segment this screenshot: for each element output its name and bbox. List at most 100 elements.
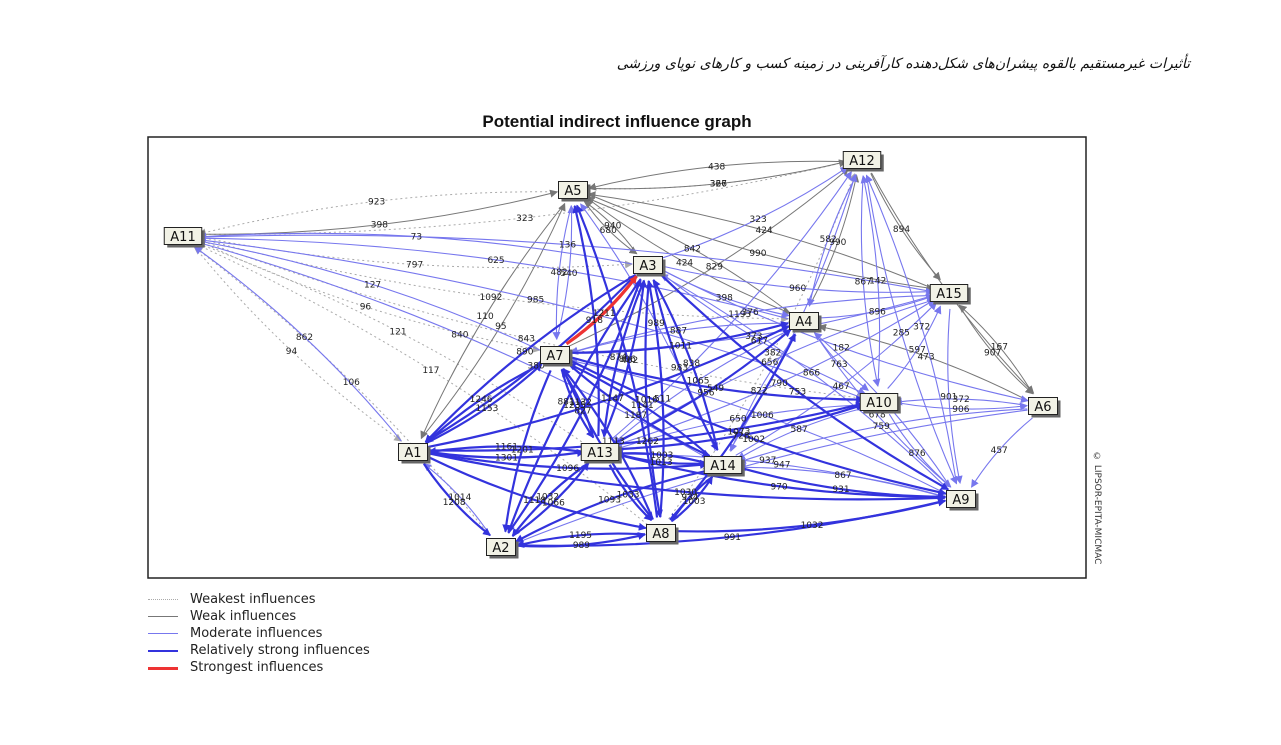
edge-A3-A1: [424, 274, 637, 443]
edge-label: 424: [755, 226, 772, 236]
node-label: A4: [795, 315, 812, 330]
edge-A12-A4: [806, 174, 858, 307]
edge-A7-A11: [197, 238, 540, 351]
edge-label: 1002: [742, 435, 765, 445]
edge-label: 1065: [687, 376, 710, 386]
edge-A12-A9: [865, 175, 958, 485]
edge-label: 1187: [624, 411, 647, 421]
node-box: [580, 443, 620, 461]
node-label: A10: [866, 396, 891, 411]
edge-label: 511: [654, 395, 671, 405]
edge-label: 142: [869, 276, 886, 286]
edge-label: 763: [830, 360, 847, 370]
edge-label: 1246: [470, 395, 493, 405]
edge-label: 1147: [601, 394, 624, 404]
edge-A14-A7: [567, 362, 711, 458]
edge-A1-A13: [428, 449, 585, 459]
edge-label: 906: [952, 405, 969, 415]
edge-A1-A7: [425, 363, 543, 444]
edge-label: 587: [791, 425, 808, 435]
edge-A4-A5: [585, 196, 791, 314]
edge-label: 887: [670, 327, 687, 337]
edge-label: 956: [697, 389, 714, 399]
edge-A3-A13: [600, 280, 646, 438]
edge-label: 373: [745, 332, 762, 342]
edge-label: 372: [953, 395, 970, 405]
edge-label: 110: [477, 312, 494, 322]
edge-label: 1118: [523, 496, 546, 506]
edge-A1-A5: [420, 202, 566, 439]
edge-label: 1201: [511, 445, 534, 455]
edge-A6-A14: [737, 408, 1028, 464]
legend-label: Strongest influences: [190, 660, 324, 675]
node-label: A8: [652, 527, 669, 542]
edge-label: 1013: [650, 458, 673, 468]
node-A15: A15: [929, 284, 971, 305]
edge-label: 1030: [674, 488, 697, 498]
edge-A9-A3: [659, 274, 949, 490]
edge-A6-A2: [515, 409, 1028, 545]
edge-A6-A4: [818, 323, 1029, 402]
edge-A14-A2: [515, 469, 709, 543]
edge-label: 376: [742, 308, 759, 318]
edge-label: 94: [286, 347, 298, 357]
edge-label: 1092: [479, 293, 502, 303]
edge-A10-A15: [887, 305, 942, 389]
edge-A14-A15: [735, 301, 937, 456]
node-label: A14: [710, 459, 735, 474]
edge-label: 1003: [650, 451, 673, 461]
edge-label: 467: [833, 382, 850, 392]
node-label: A3: [639, 259, 656, 274]
edge-label: 1141: [631, 401, 654, 411]
edge-label: 1032: [536, 493, 559, 503]
edge-A2-A11: [193, 246, 490, 537]
edge-label: 827: [574, 406, 591, 416]
node-label: A1: [404, 446, 421, 461]
edge-label: 937: [759, 456, 776, 466]
edge-A15-A13: [613, 299, 935, 446]
edge-A8-A11: [195, 243, 648, 525]
node-box: [929, 284, 969, 302]
edge-label: 990: [749, 249, 766, 259]
edge-label: 182: [833, 343, 850, 353]
node-A11: A11: [163, 227, 205, 248]
node-A7: A7: [540, 346, 573, 367]
edge-A15-A5: [587, 191, 934, 290]
edge-label: 960: [789, 284, 806, 294]
node-label: A6: [1034, 400, 1051, 415]
legend-label: Weak influences: [190, 609, 297, 624]
edge-label: 323: [516, 214, 533, 224]
edge-label: 991: [724, 533, 741, 543]
edge-A9-A12: [865, 174, 958, 484]
edge-A15-A9: [947, 308, 963, 485]
edge-A7-A14: [567, 362, 711, 458]
node-A5: A5: [558, 181, 591, 202]
edge-label: 382: [764, 349, 781, 359]
edge-A11-A3: [198, 236, 634, 269]
edge-label: 597: [909, 346, 926, 356]
edge-label: 840: [451, 330, 468, 340]
edge-A7-A3: [565, 275, 638, 346]
edge-label: 822: [751, 387, 768, 397]
edge-A14-A9: [738, 466, 947, 501]
edge-A10-A9: [888, 413, 952, 488]
edge-label: 1301: [495, 454, 518, 464]
node-label: A13: [587, 446, 612, 461]
edge-A10-A14: [736, 407, 865, 460]
edge-A14-A13: [614, 449, 708, 465]
edge-A6-A10: [894, 397, 1028, 407]
edge-label: 876: [908, 449, 925, 459]
edge-label: 127: [364, 280, 381, 290]
edge-label: 1096: [556, 464, 579, 474]
edge-label: 907: [984, 348, 1001, 358]
node-box: [163, 227, 203, 245]
edge-label: 136: [559, 241, 576, 251]
edge-label: 843: [518, 334, 535, 344]
edge-A3-A8: [644, 280, 663, 519]
edge-label: 96: [360, 303, 372, 313]
edge-A4-A9: [814, 332, 952, 488]
edge-label: 931: [832, 485, 849, 495]
edge-label: 482: [550, 268, 567, 278]
edge-label: 940: [604, 221, 621, 231]
edge-A5-A12: [588, 159, 848, 190]
